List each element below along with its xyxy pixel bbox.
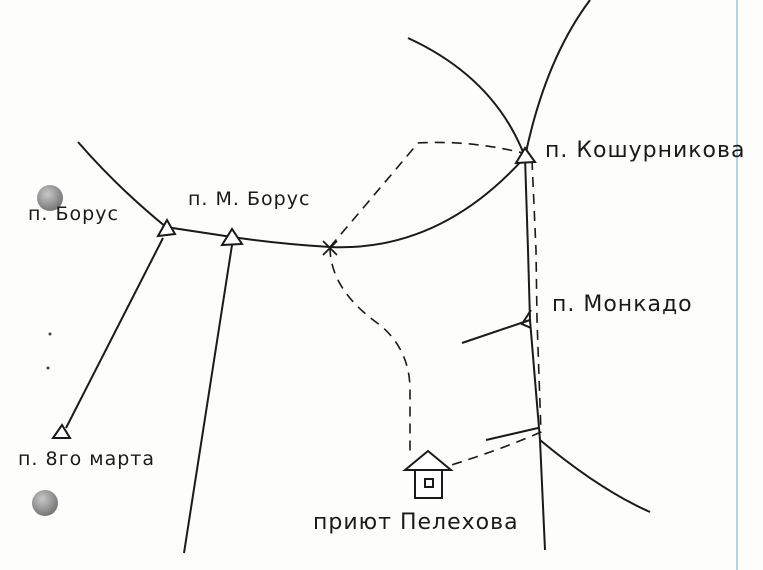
lower-branch-left xyxy=(485,427,539,441)
cross-marker-icon xyxy=(322,240,338,256)
punch-hole-icon xyxy=(37,185,63,211)
triangle-marker-icon xyxy=(220,227,244,247)
lower-branch-right xyxy=(539,439,651,513)
m-borus-line xyxy=(183,244,233,554)
triangle-marker-icon xyxy=(156,217,177,238)
house-icon xyxy=(402,449,454,499)
label-8-march: п. 8го марта xyxy=(18,448,155,470)
dashed-trail-lower xyxy=(329,246,411,452)
label-borus: п. Борус xyxy=(28,203,119,225)
label-shelter: приют Пелехова xyxy=(313,510,519,535)
triangle-marker-icon xyxy=(520,309,532,329)
speck xyxy=(48,332,52,336)
speck xyxy=(46,366,50,370)
borus-8march-line xyxy=(65,237,164,429)
ridge-line xyxy=(77,141,526,249)
punch-hole-icon xyxy=(32,490,58,516)
monkado-branch xyxy=(461,319,531,344)
upper-arc xyxy=(407,0,591,161)
label-m-borus: п. М. Борус xyxy=(188,188,311,210)
dashed-trail-upper xyxy=(329,141,524,248)
triangle-marker-icon xyxy=(51,423,72,439)
label-koshurnikova: п. Кошурникова xyxy=(545,138,746,163)
triangle-marker-icon xyxy=(514,146,537,165)
label-monkado: п. Монкадо xyxy=(552,292,693,317)
